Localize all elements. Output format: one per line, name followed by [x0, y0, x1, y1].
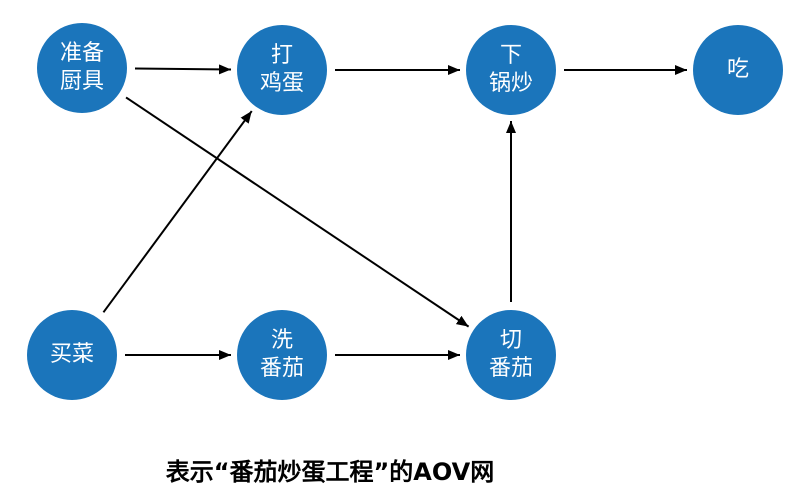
node-label-prep-tools-line-0: 准备: [60, 41, 104, 66]
node-circle-stir-fry: [466, 25, 556, 115]
node-label-stir-fry-line-1: 锅炒: [489, 71, 533, 96]
node-wash-tomato: 洗番茄: [237, 310, 327, 400]
node-circle-prep-tools: [37, 23, 127, 113]
node-circle-wash-tomato: [237, 310, 327, 400]
node-label-eat-line-0: 吃: [727, 57, 749, 82]
node-circle-cut-tomato: [466, 310, 556, 400]
diagram-caption: 表示“番茄炒蛋工程”的AOV网: [165, 458, 495, 486]
node-stir-fry: 下锅炒: [466, 25, 556, 115]
node-circle-beat-eggs: [237, 25, 327, 115]
edge-prep-tools-to-cut-tomato: [125, 96, 470, 328]
node-cut-tomato: 切番茄: [466, 310, 556, 400]
node-label-prep-tools-line-1: 厨具: [60, 69, 104, 94]
node-label-beat-eggs-line-0: 打: [271, 43, 293, 68]
edges: [102, 64, 687, 360]
node-buy-veg: 买菜: [27, 310, 117, 400]
node-label-cut-tomato-line-1: 番茄: [489, 356, 533, 381]
node-label-wash-tomato-line-1: 番茄: [260, 356, 304, 381]
node-label-stir-fry-line-0: 下: [500, 43, 522, 68]
node-label-beat-eggs-line-1: 鸡蛋: [260, 71, 304, 96]
node-label-buy-veg-line-0: 买菜: [50, 342, 94, 367]
node-label-wash-tomato-line-0: 洗: [271, 328, 293, 353]
edge-buy-veg-to-beat-eggs: [102, 110, 253, 313]
node-circle-buy-veg: [27, 310, 117, 400]
node-eat: 吃: [693, 25, 783, 115]
node-circle-eat: [693, 25, 783, 115]
node-label-cut-tomato-line-0: 切: [500, 328, 522, 353]
node-beat-eggs: 打鸡蛋: [237, 25, 327, 115]
edge-prep-tools-to-beat-eggs: [134, 64, 232, 75]
